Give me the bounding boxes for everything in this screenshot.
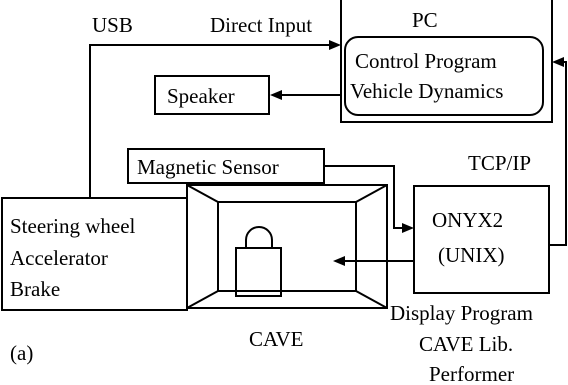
cave-arrowhead xyxy=(333,256,345,266)
sensor-line xyxy=(324,165,403,229)
usb-connection xyxy=(89,40,341,198)
onyx-box xyxy=(413,185,550,294)
tcpip-connection xyxy=(550,57,567,246)
cave-edge xyxy=(355,184,388,203)
display-program-labels: Display Program CAVE Lib. Performer xyxy=(390,301,533,385)
controls-block: Steering wheel Accelerator Brake xyxy=(1,197,188,311)
cave-edge xyxy=(186,290,219,309)
speaker-block: Speaker xyxy=(154,75,270,115)
cave-label: CAVE xyxy=(249,327,303,351)
onyx-block: ONYX2 (UNIX) xyxy=(413,185,550,294)
cave-connection xyxy=(333,256,414,266)
cave-edge xyxy=(186,184,219,203)
usb-arrowhead xyxy=(329,40,341,50)
magnetic-sensor-block: Magnetic Sensor xyxy=(127,148,325,184)
magnetic-sensor-label: Magnetic Sensor xyxy=(137,155,279,179)
cave-lib-label: CAVE Lib. xyxy=(419,332,513,356)
tcpip-arrowhead xyxy=(552,57,564,67)
speaker-connection xyxy=(270,90,341,100)
cave-inner-frame xyxy=(217,201,357,292)
sensor-connection xyxy=(324,165,414,233)
sensor-arrowhead xyxy=(402,223,414,233)
pc-label: PC xyxy=(412,8,438,32)
tcp-ip-label: TCP/IP xyxy=(468,151,531,175)
brake-label: Brake xyxy=(10,277,60,301)
speaker-arrowhead xyxy=(270,90,282,100)
accelerator-label: Accelerator xyxy=(10,246,108,270)
onyx-label: ONYX2 xyxy=(432,208,503,232)
cave-outer-frame xyxy=(186,184,388,309)
direct-input-label: Direct Input xyxy=(210,13,312,37)
control-program-label: Control Program xyxy=(355,49,497,73)
cave-drawing: CAVE xyxy=(186,184,388,351)
performer-label: Performer xyxy=(429,362,514,385)
pc-box-outline xyxy=(340,0,553,123)
speaker-label: Speaker xyxy=(167,84,235,108)
person-head xyxy=(245,226,273,248)
display-program-label: Display Program xyxy=(390,301,533,325)
unix-label: (UNIX) xyxy=(438,243,504,267)
usb-line xyxy=(89,44,330,198)
panel-label: (a) xyxy=(10,341,33,365)
tcpip-line xyxy=(550,61,567,246)
steering-wheel-label: Steering wheel xyxy=(10,214,136,238)
person-body xyxy=(235,247,282,297)
vehicle-dynamics-label: Vehicle Dynamics xyxy=(350,79,503,103)
pc-block: PC Control Program Vehicle Dynamics xyxy=(340,0,553,123)
control-program-box xyxy=(344,36,544,116)
speaker-box xyxy=(154,75,270,115)
cave-edge xyxy=(355,290,388,309)
usb-label: USB xyxy=(92,13,133,37)
